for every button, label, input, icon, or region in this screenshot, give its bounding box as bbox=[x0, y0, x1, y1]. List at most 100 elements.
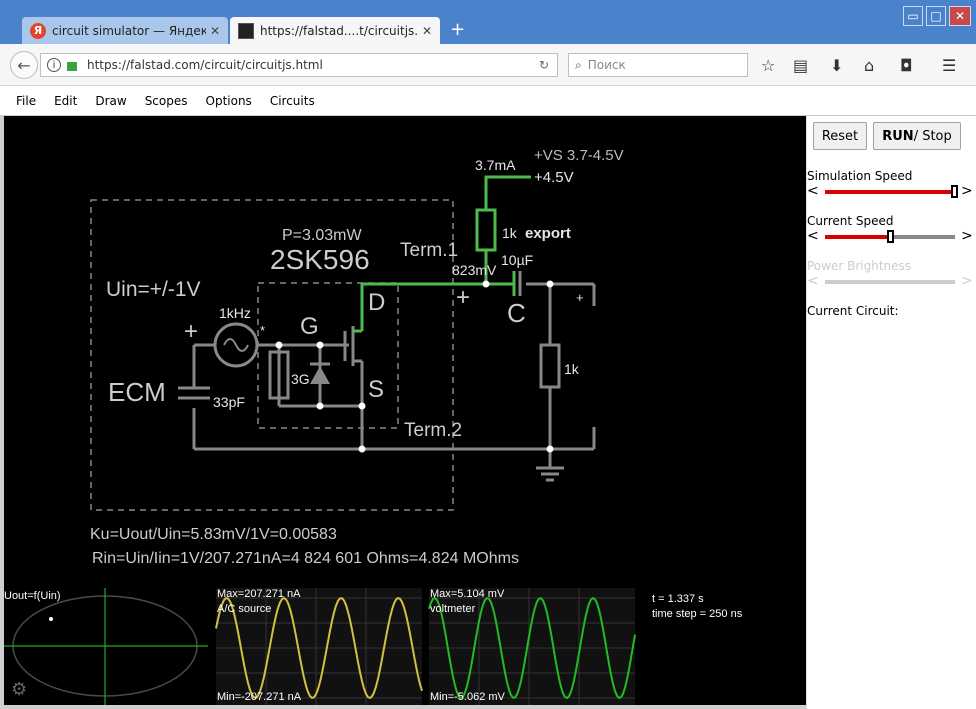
close-tab-icon[interactable]: ✕ bbox=[209, 23, 220, 38]
slider-thumb[interactable] bbox=[950, 185, 958, 198]
search-icon: ⌕ bbox=[575, 57, 582, 72]
gear-icon[interactable]: ⚙ bbox=[11, 679, 27, 699]
sine-icon bbox=[223, 338, 249, 352]
circuit-diagram[interactable]: 3.7mA +VS 3.7-4.5V +4.5V 1k export Term.… bbox=[4, 116, 806, 588]
minimize-button[interactable]: ▭ bbox=[903, 6, 923, 26]
supply-wire bbox=[484, 175, 531, 210]
transistor-dashed-box bbox=[257, 282, 399, 429]
slider-fill bbox=[825, 190, 954, 194]
home-icon[interactable]: ⌂ bbox=[864, 56, 875, 75]
reload-icon[interactable]: ↻ bbox=[538, 58, 549, 72]
voltmeter-waveform bbox=[428, 596, 636, 700]
download-icon[interactable]: ⬇ bbox=[830, 56, 844, 75]
source-scope: Max=207.271 nA A/C source Min=-207.271 n… bbox=[215, 588, 423, 705]
close-tab-icon[interactable]: ✕ bbox=[421, 23, 432, 38]
back-button[interactable]: ← bbox=[10, 51, 38, 79]
ecm-cap-label: 33pF bbox=[213, 394, 245, 410]
scope-panel[interactable]: Uout=f(Uin) ⚙ Max=207.271 nA A/C source … bbox=[4, 588, 806, 705]
coupling-cap-label: 10µF bbox=[501, 252, 533, 268]
power-brightness-slider: < > bbox=[807, 273, 973, 289]
simulation-speed-label: Simulation Speed bbox=[807, 169, 913, 183]
run-stop-button[interactable]: RUN / Stop bbox=[873, 122, 961, 150]
voltmeter-scope-max: Max=5.104 mV bbox=[430, 588, 505, 600]
vs-value: +4.5V bbox=[534, 169, 574, 186]
slider-fill bbox=[825, 280, 890, 284]
menu-circuits[interactable]: Circuits bbox=[269, 94, 315, 108]
voltmeter-scope-name: voltmeter bbox=[430, 603, 476, 615]
power-label: P=3.03mW bbox=[282, 227, 362, 244]
node-voltage-label: 823mV bbox=[452, 262, 497, 278]
info-icon[interactable]: i bbox=[47, 58, 61, 72]
bookmark-star-icon[interactable]: ☆ bbox=[761, 56, 776, 75]
circuit-canvas[interactable]: 3.7mA +VS 3.7-4.5V +4.5V 1k export Term.… bbox=[4, 116, 806, 588]
output-resistor-label: 1k bbox=[564, 361, 580, 377]
close-window-button[interactable]: ✕ bbox=[949, 6, 971, 26]
maximize-button[interactable]: □ bbox=[926, 6, 946, 26]
voltmeter-scope: Max=5.104 mV voltmeter Min=-5.062 mV bbox=[428, 588, 636, 705]
xy-scope-title: Uout=f(Uin) bbox=[4, 590, 61, 602]
stop-label: / Stop bbox=[913, 128, 952, 144]
current-speed-slider[interactable]: < > bbox=[807, 228, 973, 244]
new-tab-button[interactable]: + bbox=[450, 19, 466, 40]
reset-button[interactable]: Reset bbox=[813, 122, 867, 150]
search-placeholder: Поиск bbox=[587, 58, 626, 72]
gate-resistor bbox=[268, 350, 290, 400]
drain-resistor bbox=[475, 208, 497, 252]
ecm-label: ECM bbox=[108, 377, 166, 407]
menu-scopes[interactable]: Scopes bbox=[144, 94, 188, 108]
tab-circuitjs[interactable]: https://falstad....t/circuitjs.html ✕ bbox=[230, 17, 440, 44]
capacitor-letter: C bbox=[507, 298, 526, 328]
plus-sign: + bbox=[576, 290, 584, 305]
gain-formula: Ku=Uout/Uin=5.83mV/1V=0.00583 bbox=[90, 526, 337, 543]
gate-resistor-label: 3G bbox=[291, 371, 310, 387]
current-speed-label: Current Speed bbox=[807, 214, 894, 228]
lock-icon bbox=[67, 62, 77, 71]
chevron-left-icon[interactable]: < bbox=[807, 228, 819, 244]
slider-track bbox=[890, 235, 955, 239]
menu-edit[interactable]: Edit bbox=[54, 94, 78, 108]
menu-draw[interactable]: Draw bbox=[95, 94, 127, 108]
scope-graphs[interactable]: Uout=f(Uin) ⚙ Max=207.271 nA A/C source … bbox=[4, 588, 806, 705]
frequency-label: 1kHz bbox=[219, 305, 251, 321]
url-bar[interactable]: i https://falstad.com/circuit/circuitjs.… bbox=[40, 53, 558, 77]
export-label: export bbox=[525, 225, 571, 242]
hamburger-menu-icon[interactable]: ☰ bbox=[942, 56, 957, 75]
voltmeter-scope-min: Min=-5.062 mV bbox=[430, 691, 506, 703]
drain-wire bbox=[360, 282, 514, 331]
transistor-label: 2SK596 bbox=[270, 244, 370, 275]
plus-sign: + bbox=[184, 318, 198, 345]
search-input[interactable]: ⌕ Поиск bbox=[568, 53, 748, 77]
output-resistor bbox=[539, 343, 561, 389]
control-panel: Reset RUN / Stop Simulation Speed < > Cu… bbox=[806, 116, 976, 709]
left-border bbox=[0, 116, 4, 709]
run-label: RUN bbox=[882, 128, 914, 144]
gate-label: G bbox=[300, 313, 319, 340]
uin-label: Uin=+/-1V bbox=[106, 278, 201, 301]
star-label: * bbox=[260, 323, 265, 338]
reading-list-icon[interactable]: ▤ bbox=[793, 56, 809, 75]
time-readout: t = 1.337 s bbox=[652, 593, 704, 605]
browser-titlebar: Я circuit simulator — Яндекс: н... ✕ htt… bbox=[0, 0, 976, 44]
bottom-border bbox=[4, 705, 806, 709]
tab-title: https://falstad....t/circuitjs.html bbox=[260, 23, 418, 38]
tab-yandex[interactable]: Я circuit simulator — Яндекс: н... ✕ bbox=[22, 17, 228, 44]
timestep-readout: time step = 250 ns bbox=[652, 608, 743, 620]
input-resistance-formula: Rin=Uin/Iin=1V/207.271nA=4 824 601 Ohms=… bbox=[92, 550, 519, 567]
slider-thumb[interactable] bbox=[887, 230, 894, 243]
app-menubar: File Edit Draw Scopes Options Circuits bbox=[0, 87, 976, 116]
menu-file[interactable]: File bbox=[16, 94, 37, 108]
current-circuit-label: Current Circuit: bbox=[807, 304, 899, 318]
current-label: 3.7mA bbox=[475, 157, 516, 173]
menu-options[interactable]: Options bbox=[205, 94, 252, 108]
chevron-right-icon[interactable]: > bbox=[961, 183, 973, 199]
source-scope-name: A/C source bbox=[217, 603, 271, 615]
circuitjs-favicon bbox=[238, 22, 254, 39]
chevron-left-icon: < bbox=[807, 273, 819, 289]
chevron-left-icon[interactable]: < bbox=[807, 183, 819, 199]
url-text[interactable]: https://falstad.com/circuit/circuitjs.ht… bbox=[87, 58, 323, 72]
chevron-right-icon[interactable]: > bbox=[961, 228, 973, 244]
slider-fill bbox=[825, 235, 890, 239]
simulation-speed-slider[interactable]: < > bbox=[807, 183, 973, 199]
ac-source-circle bbox=[213, 322, 259, 368]
pocket-icon[interactable]: ◘ bbox=[900, 56, 913, 75]
